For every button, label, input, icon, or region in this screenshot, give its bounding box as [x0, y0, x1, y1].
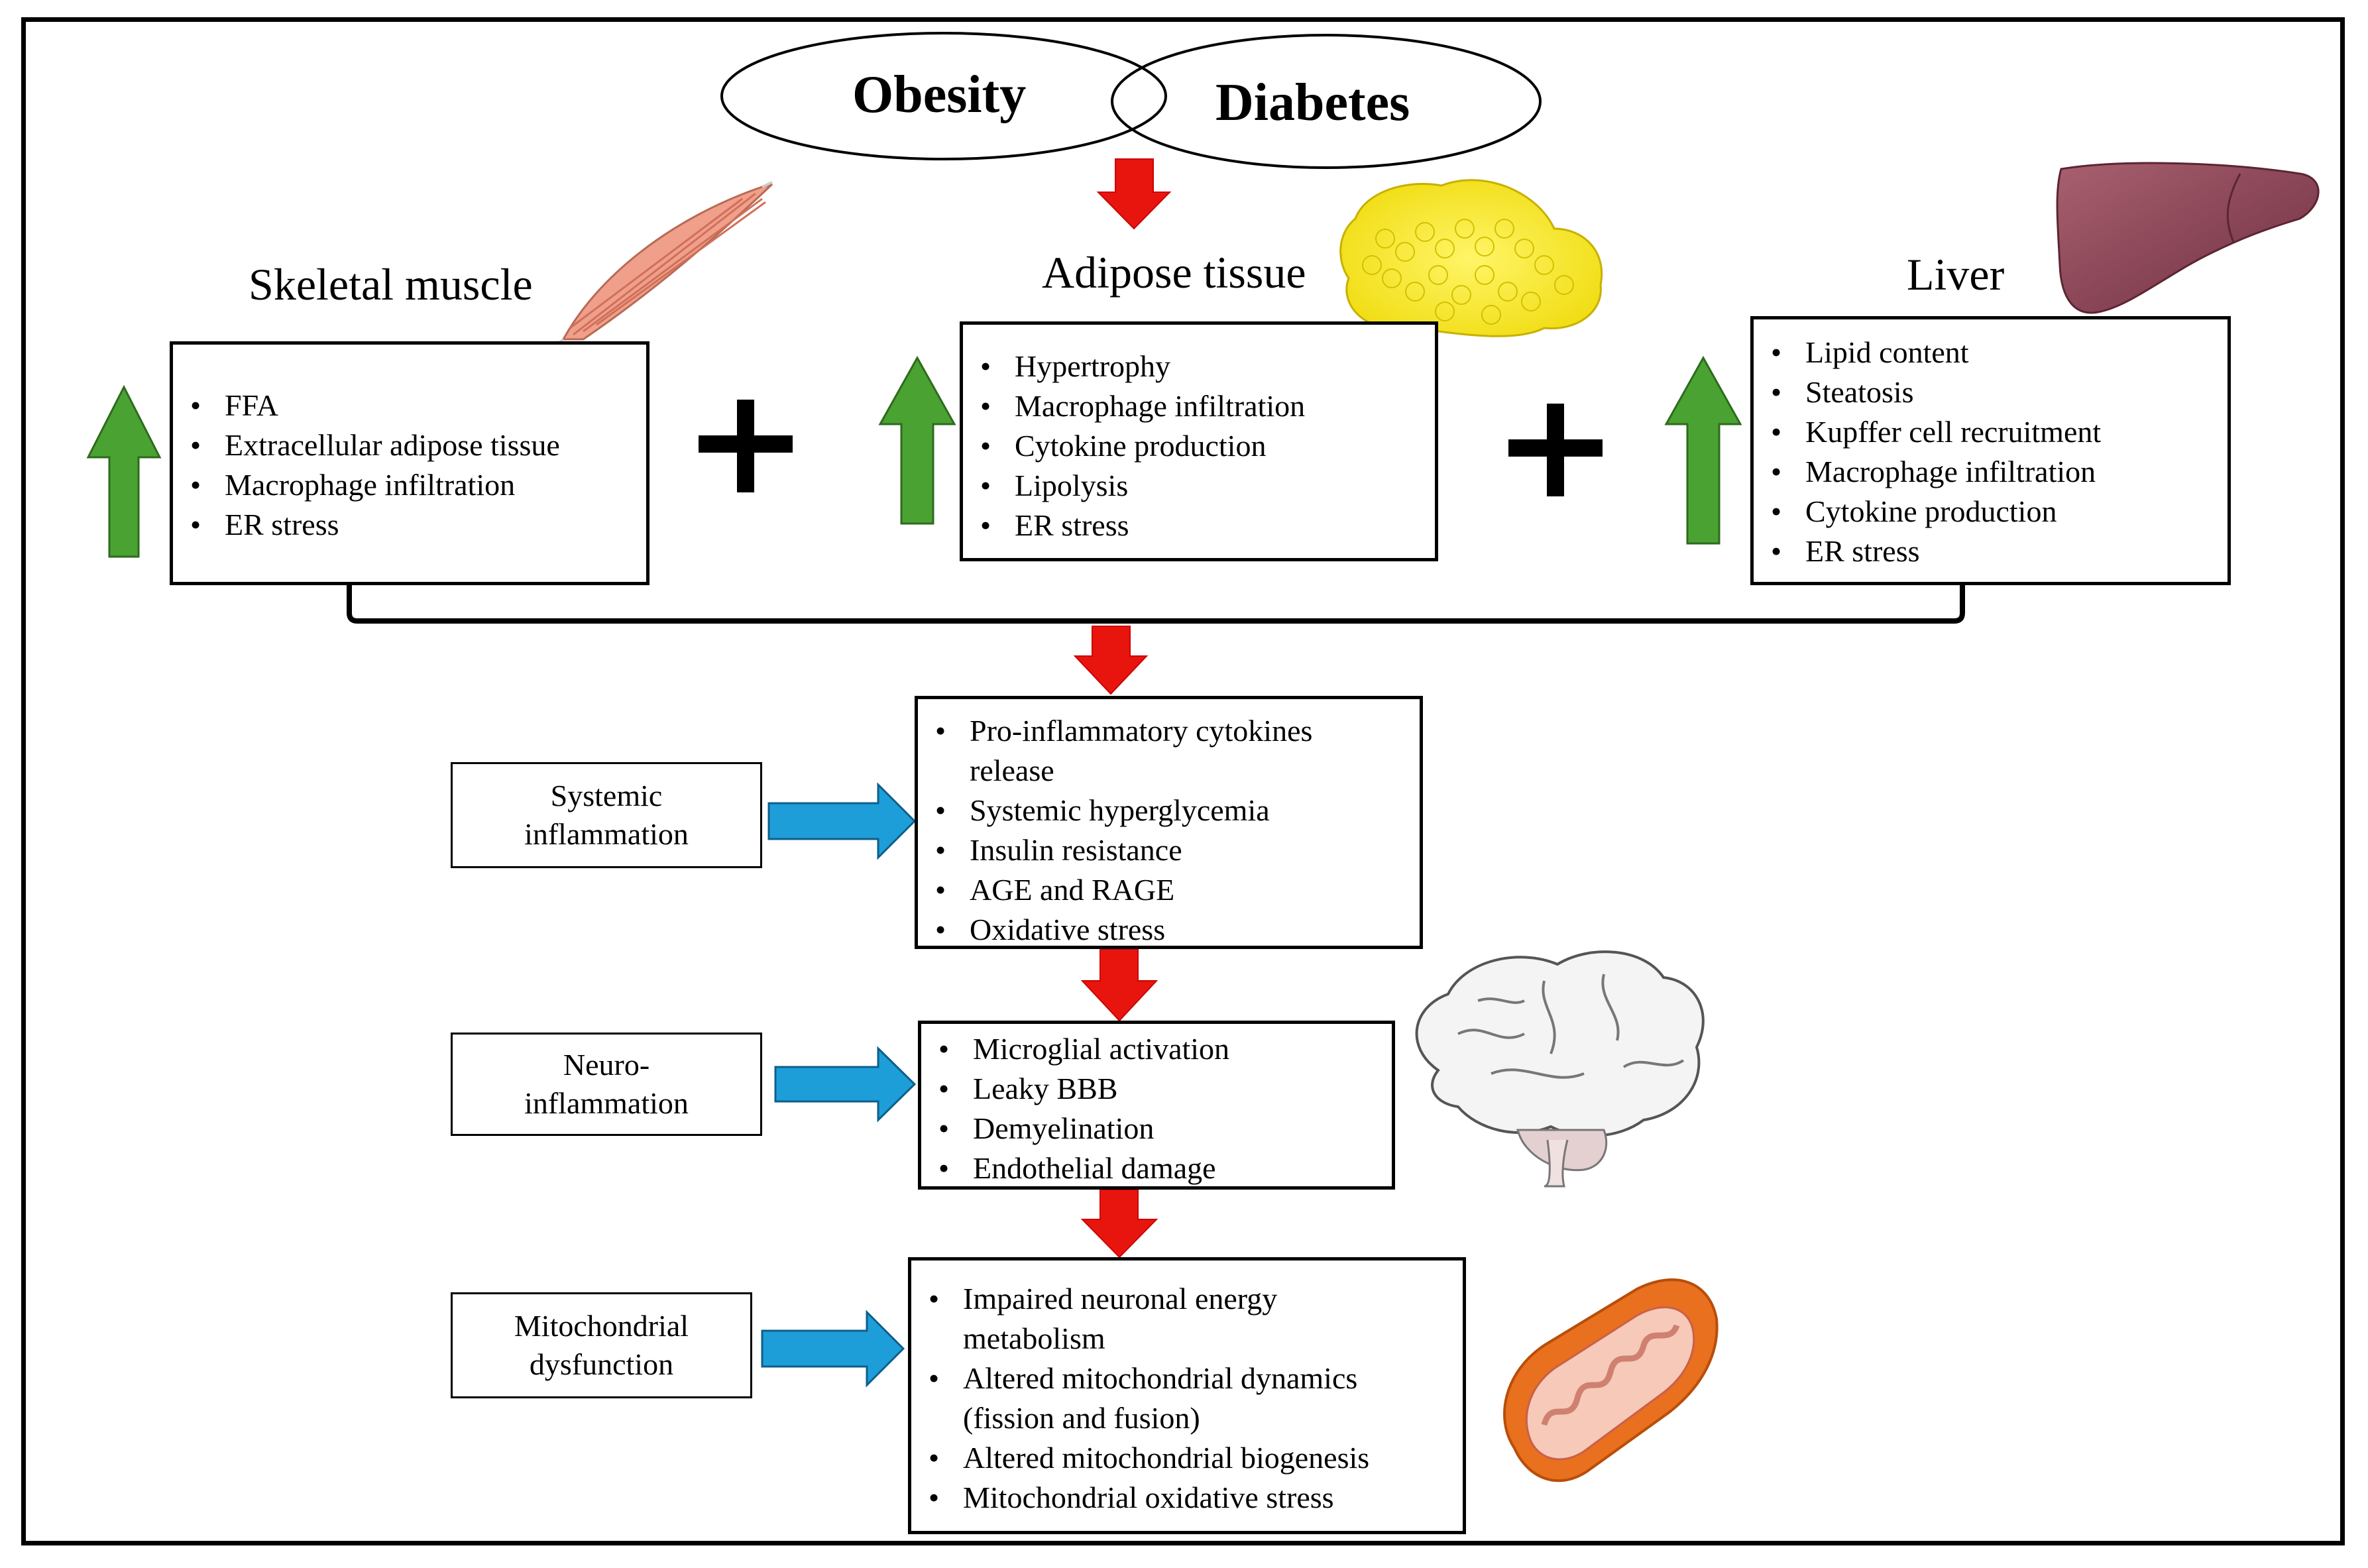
- plus-sign-1: [699, 400, 793, 492]
- list-item: ER stress: [1754, 532, 2227, 571]
- list-item: FFA: [173, 386, 646, 425]
- obesity-label: Obesity: [852, 66, 1027, 124]
- list-item: Lipid content: [1754, 333, 2227, 372]
- blue-arrow-mito: [761, 1310, 905, 1388]
- list-item: Systemic hyperglycemia: [918, 791, 1420, 830]
- list-item: Cytokine production: [963, 426, 1435, 466]
- list-item: Extracellular adipose tissue: [173, 425, 646, 465]
- mitochondrion-icon: [1503, 1278, 1719, 1483]
- diabetes-ellipse: [1111, 34, 1542, 169]
- green-up-arrow-muscle: [86, 384, 162, 558]
- plus-sign-2: [1508, 404, 1603, 496]
- list-item: Mitochondrial oxidative stress: [911, 1478, 1463, 1518]
- green-up-arrow-liver: [1664, 355, 1742, 545]
- muscle-icon: [555, 181, 773, 346]
- list-item: Oxidative stress: [918, 910, 1420, 950]
- muscle-box: FFA Extracellular adipose tissue Macroph…: [170, 341, 649, 585]
- bracket-connector: [347, 585, 1965, 624]
- list-item: ER stress: [963, 506, 1435, 545]
- list-item: Leaky BBB: [921, 1069, 1392, 1109]
- liver-box: Lipid content Steatosis Kupffer cell rec…: [1750, 316, 2231, 585]
- list-item: Demyelination: [921, 1109, 1392, 1148]
- blue-arrow-systemic: [767, 782, 917, 860]
- muscle-title: Skeletal muscle: [249, 259, 533, 309]
- green-up-arrow-adipose: [878, 355, 956, 525]
- list-item: Microglial activation: [921, 1029, 1392, 1069]
- list-item: Impaired neuronal energy metabolism: [911, 1279, 1463, 1359]
- obesity-ellipse: [720, 32, 1167, 160]
- neuro-inflammation-box: Microglial activation Leaky BBB Demyelin…: [918, 1021, 1395, 1190]
- list-item: Macrophage infiltration: [173, 465, 646, 505]
- list-item: Pro-inflammatory cytokines release: [918, 711, 1420, 791]
- list-item: Cytokine production: [1754, 492, 2227, 532]
- adipose-box: Hypertrophy Macrophage infiltration Cyto…: [960, 321, 1438, 561]
- list-item: Endothelial damage: [921, 1148, 1392, 1188]
- mitochondrial-dysfunction-box: Impaired neuronal energy metabolism Alte…: [908, 1257, 1466, 1534]
- list-item: Altered mitochondrial biogenesis: [911, 1438, 1463, 1478]
- fat-icon: [1339, 179, 1603, 337]
- liver-title: Liver: [1907, 249, 2005, 300]
- red-arrow-1: [1073, 626, 1149, 695]
- brain-icon: [1415, 950, 1705, 1188]
- diabetes-label: Diabetes: [1215, 74, 1410, 132]
- list-item: Macrophage infiltration: [1754, 452, 2227, 492]
- list-item: ER stress: [173, 505, 646, 545]
- figure-frame: [21, 17, 2345, 1545]
- red-arrow-2: [1080, 948, 1158, 1022]
- list-item: Hypertrophy: [963, 347, 1435, 386]
- blue-arrow-neuro: [774, 1046, 917, 1123]
- systemic-inflammation-box: Pro-inflammatory cytokines release Syste…: [915, 696, 1423, 950]
- list-item: Steatosis: [1754, 372, 2227, 412]
- list-item: Macrophage infiltration: [963, 386, 1435, 426]
- list-item: Altered mitochondrial dynamics (fission …: [911, 1359, 1463, 1438]
- list-item: Kupffer cell recruitment: [1754, 412, 2227, 452]
- list-item: AGE and RAGE: [918, 870, 1420, 910]
- neuro-inflammation-label: Neuro-inflammation: [451, 1033, 762, 1136]
- list-item: Lipolysis: [963, 466, 1435, 506]
- list-item: Insulin resistance: [918, 830, 1420, 870]
- red-arrow-3: [1080, 1189, 1158, 1259]
- adipose-title: Adipose tissue: [1042, 247, 1306, 298]
- liver-icon: [2056, 162, 2320, 314]
- red-arrow-top: [1096, 158, 1172, 230]
